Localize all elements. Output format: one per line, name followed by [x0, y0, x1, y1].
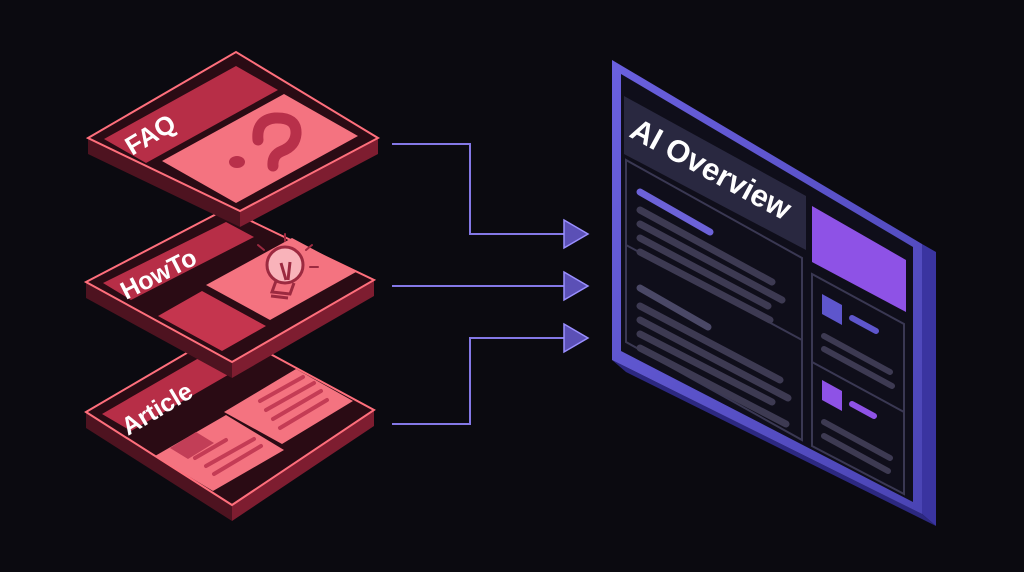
text-document-icon [258, 375, 329, 430]
article-image-tile [155, 415, 284, 491]
connector-howto [392, 270, 590, 302]
ai-overview-panel: AI Overview [612, 60, 936, 526]
howto-label-tile [103, 222, 254, 300]
howto-layer-card: HowTo [83, 207, 377, 378]
main-content-column [625, 158, 803, 442]
article-card-side [86, 412, 232, 521]
howto-card-side [86, 282, 232, 378]
lightbulb-icon [265, 245, 305, 300]
content-heading [636, 188, 714, 236]
article-text-tile [224, 369, 353, 444]
article-label-tile [102, 351, 240, 431]
arrowhead-article [563, 322, 590, 354]
faq-layer-card: FAQ [85, 50, 381, 227]
lightbulb-rays [257, 233, 319, 268]
title-plate [624, 96, 806, 250]
article-layer-card: Article [84, 328, 376, 521]
faq-card-front [240, 138, 378, 227]
howto-step-tile [158, 291, 266, 351]
sidebar-thumb-1 [822, 294, 842, 325]
article-card-front [232, 410, 374, 521]
howto-icon-tile [206, 233, 356, 320]
connector-faq [392, 143, 590, 250]
arrowhead-howto [563, 270, 590, 302]
content-subheading [636, 284, 712, 331]
question-mark-icon [229, 112, 302, 172]
faq-icon-tile [162, 94, 358, 203]
panel-frame-bottom [612, 360, 936, 526]
connector-article [392, 322, 590, 425]
howto-card-front [232, 280, 374, 378]
faq-label-tile [104, 66, 278, 163]
faq-card-side [88, 138, 240, 227]
accent-block [812, 206, 906, 312]
sidebar-column [811, 272, 905, 496]
arrowhead-faq [563, 218, 590, 250]
sidebar-thumb-2 [822, 380, 842, 411]
panel-frame-edge [922, 244, 936, 526]
